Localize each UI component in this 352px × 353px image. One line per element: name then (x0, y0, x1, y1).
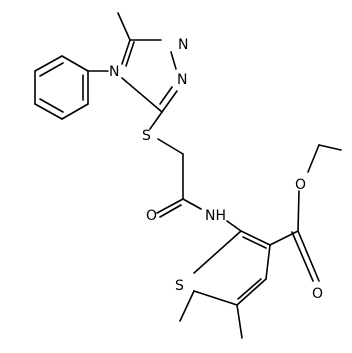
bond-thiophene-methyl-4 (236, 304, 243, 339)
triazole-ring (121, 39, 178, 113)
ester-group (269, 144, 342, 282)
bond-triazole-s (149, 111, 163, 130)
atom-s-thiophene: S (175, 278, 184, 294)
bond-thiophene-methyl-5 (179, 290, 195, 322)
atom-s-thioether: S (142, 128, 151, 144)
atom-n-triazole-left: N (109, 64, 119, 80)
atom-nh-amide: NH (205, 208, 226, 224)
bond-nh-thiophene (226, 220, 242, 232)
phenyl-ring (34, 55, 89, 120)
bond-carbonyl-nh (182, 198, 202, 210)
bond-s-ch2 (157, 138, 184, 155)
atom-o-ester-double: O (312, 286, 323, 302)
amide-carbonyl (156, 198, 184, 218)
atom-n-triazole-right: N (177, 72, 187, 88)
atom-o-ester-single: O (295, 177, 306, 193)
atom-n-triazole-top: N (178, 37, 188, 53)
bond-triazole-methyl (117, 12, 131, 41)
atom-o-amide: O (146, 208, 157, 224)
thiophene-ring (193, 230, 271, 306)
